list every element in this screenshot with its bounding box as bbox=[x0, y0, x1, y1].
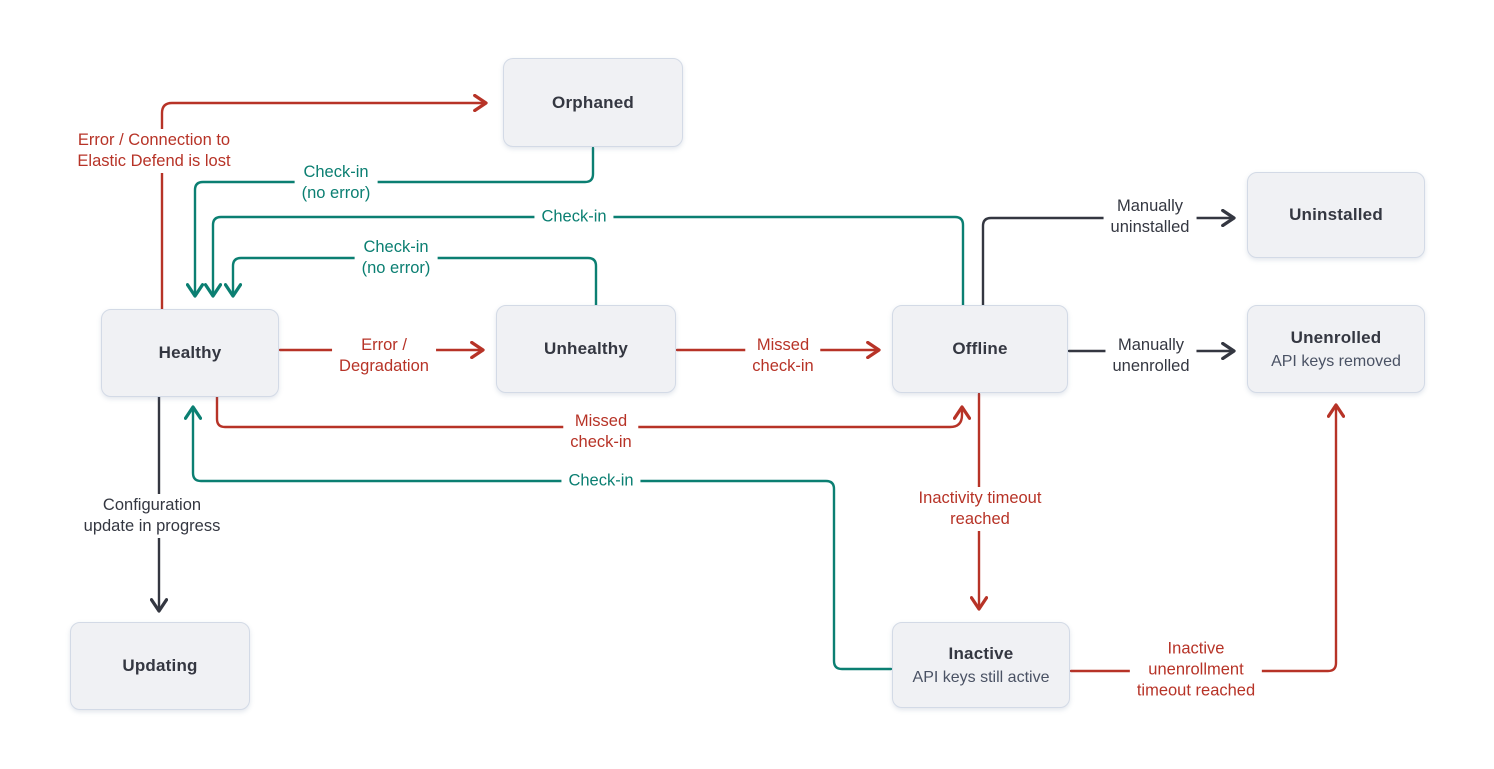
state-title: Uninstalled bbox=[1289, 205, 1383, 224]
state-node-inactive: Inactive API keys still active bbox=[892, 622, 1070, 708]
state-title: Inactive bbox=[948, 643, 1014, 663]
state-node-unenrolled: Unenrolled API keys removed bbox=[1247, 305, 1425, 393]
label-checkin-no-error-orphaned: Check-in (no error) bbox=[294, 161, 378, 205]
label-missed-checkin-lower: Missed check-in bbox=[563, 410, 639, 454]
state-title: Healthy bbox=[158, 343, 222, 362]
label-inactive-unenrollment-timeout: Inactive unenrollment timeout reached bbox=[1129, 637, 1263, 703]
edge-orphaned-to-healthy bbox=[195, 146, 595, 296]
label-missed-checkin-upper: Missed check-in bbox=[745, 334, 821, 378]
label-manually-uninstalled: Manually uninstalled bbox=[1103, 195, 1197, 239]
label-checkin-inactive: Check-in bbox=[561, 469, 641, 493]
label-configuration-update: Configuration update in progress bbox=[76, 494, 228, 538]
state-title: Unhealthy bbox=[544, 339, 628, 358]
state-subtitle: API keys still active bbox=[912, 668, 1050, 686]
label-error-connection-lost: Error / Connection to Elastic Defend is … bbox=[70, 129, 238, 173]
label-checkin-offline: Check-in bbox=[534, 205, 614, 229]
state-title: Orphaned bbox=[552, 92, 634, 112]
label-checkin-no-error-unhealthy: Check-in (no error) bbox=[354, 236, 438, 280]
label-error-degradation: Error / Degradation bbox=[332, 334, 436, 378]
edge-inactive-to-healthy bbox=[193, 407, 893, 671]
state-node-uninstalled: Uninstalled bbox=[1247, 172, 1425, 258]
edge-offline-to-healthy bbox=[213, 215, 965, 307]
state-node-healthy: Healthy bbox=[101, 309, 279, 397]
edge-healthy-to-orphaned bbox=[160, 103, 486, 311]
state-subtitle: API keys removed bbox=[1271, 352, 1401, 370]
label-inactivity-timeout: Inactivity timeout reached bbox=[911, 487, 1049, 531]
edge-offline-to-uninstalled bbox=[981, 218, 1234, 307]
label-manually-unenrolled: Manually unenrolled bbox=[1105, 334, 1197, 378]
state-title: Unenrolled bbox=[1290, 327, 1382, 347]
state-node-orphaned: Orphaned bbox=[503, 58, 683, 147]
state-title: Offline bbox=[952, 339, 1008, 358]
edge-inactive-to-unenrolled bbox=[1069, 405, 1336, 673]
state-title: Updating bbox=[122, 656, 198, 675]
state-node-offline: Offline bbox=[892, 305, 1068, 393]
state-node-updating: Updating bbox=[70, 622, 250, 710]
state-node-unhealthy: Unhealthy bbox=[496, 305, 676, 393]
